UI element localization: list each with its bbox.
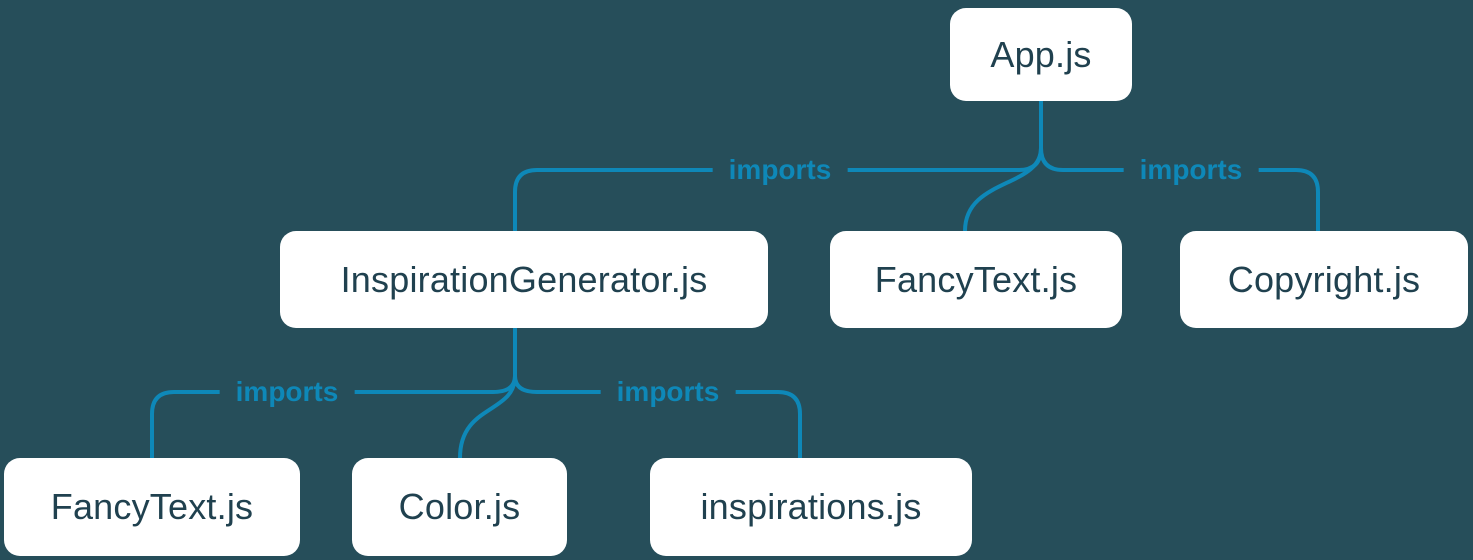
edge-inspirationgenerator-to-color (458, 374, 517, 460)
edge-app-to-copyright (1039, 146, 1320, 233)
node-app-js: App.js (950, 8, 1132, 101)
edge-label-imports-app-copyright: imports (1123, 152, 1259, 188)
node-copyright-js: Copyright.js (1180, 231, 1468, 328)
edge-inspirationgenerator-to-inspirations (513, 374, 802, 460)
edge-label-imports-app-inspirationgenerator: imports (712, 152, 848, 188)
node-fancytext-js-top: FancyText.js (830, 231, 1122, 328)
edge-app-to-fancytext (963, 146, 1043, 233)
edge-label-imports-inspirationgenerator-fancytext: imports (219, 374, 355, 410)
node-color-js: Color.js (352, 458, 567, 556)
node-fancytext-js-bottom: FancyText.js (4, 458, 300, 556)
node-inspirations-js: inspirations.js (650, 458, 972, 556)
edge-label-imports-inspirationgenerator-inspirations: imports (600, 374, 736, 410)
node-inspirationgenerator-js: InspirationGenerator.js (280, 231, 768, 328)
